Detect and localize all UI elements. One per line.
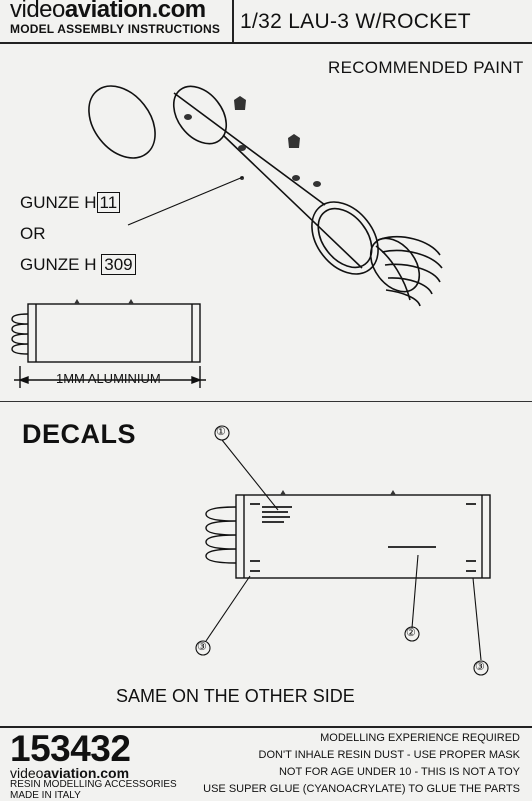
leader-1 xyxy=(221,439,279,511)
paint-option-2: GUNZE H 309 xyxy=(20,254,136,275)
leader-3b xyxy=(472,577,482,661)
callout-3a: ③ xyxy=(197,641,207,653)
header-rule xyxy=(0,42,532,44)
product-code: 153432 xyxy=(10,728,131,769)
footer-subtitle: RESIN MODELLING ACCESSORIES MADE IN ITAL… xyxy=(10,779,177,801)
paint-code-box-1: 11 xyxy=(96,192,121,213)
footer-brand: videoaviation.com xyxy=(10,765,130,781)
same-other-side-note: SAME ON THE OTHER SIDE xyxy=(116,686,355,706)
aluminium-label: 1MM ALUMINIUM xyxy=(56,371,161,386)
decals-heading: DECALS xyxy=(22,419,137,449)
paint-leader xyxy=(127,176,244,226)
header-divider xyxy=(232,0,234,42)
brand-logo: videoaviation.com xyxy=(10,0,206,23)
warning-line: DON'T INHALE RESIN DUST - USE PROPER MAS… xyxy=(258,749,520,761)
callout-1: ① xyxy=(216,426,226,438)
footer-rule xyxy=(0,726,532,728)
side-view xyxy=(11,303,206,388)
paint-code-box-2: 309 xyxy=(101,254,136,275)
rocket-cluster xyxy=(369,236,443,307)
decal-view xyxy=(205,494,491,579)
header-subtitle: MODEL ASSEMBLY INSTRUCTIONS xyxy=(10,22,221,36)
leader-2 xyxy=(411,554,419,629)
warning-line: NOT FOR AGE UNDER 10 - THIS IS NOT A TOY xyxy=(278,766,520,778)
recommended-paint-heading: RECOMMENDED PAINT xyxy=(328,58,524,77)
paint-or: OR xyxy=(20,224,46,243)
lug-1 xyxy=(234,96,246,110)
warning-line: MODELLING EXPERIENCE REQUIRED xyxy=(320,732,520,744)
lug-2 xyxy=(288,134,300,148)
callout-2: ② xyxy=(406,627,416,639)
ring-part xyxy=(88,85,156,159)
callout-3b: ③ xyxy=(475,661,485,673)
page-title: 1/32 LAU-3 W/ROCKET xyxy=(240,10,471,33)
leader-3a xyxy=(205,575,251,642)
warning-line: USE SUPER GLUE (CYANOACRYLATE) TO GLUE T… xyxy=(203,783,520,795)
section-divider xyxy=(0,401,532,402)
rocket-tube xyxy=(172,85,379,275)
